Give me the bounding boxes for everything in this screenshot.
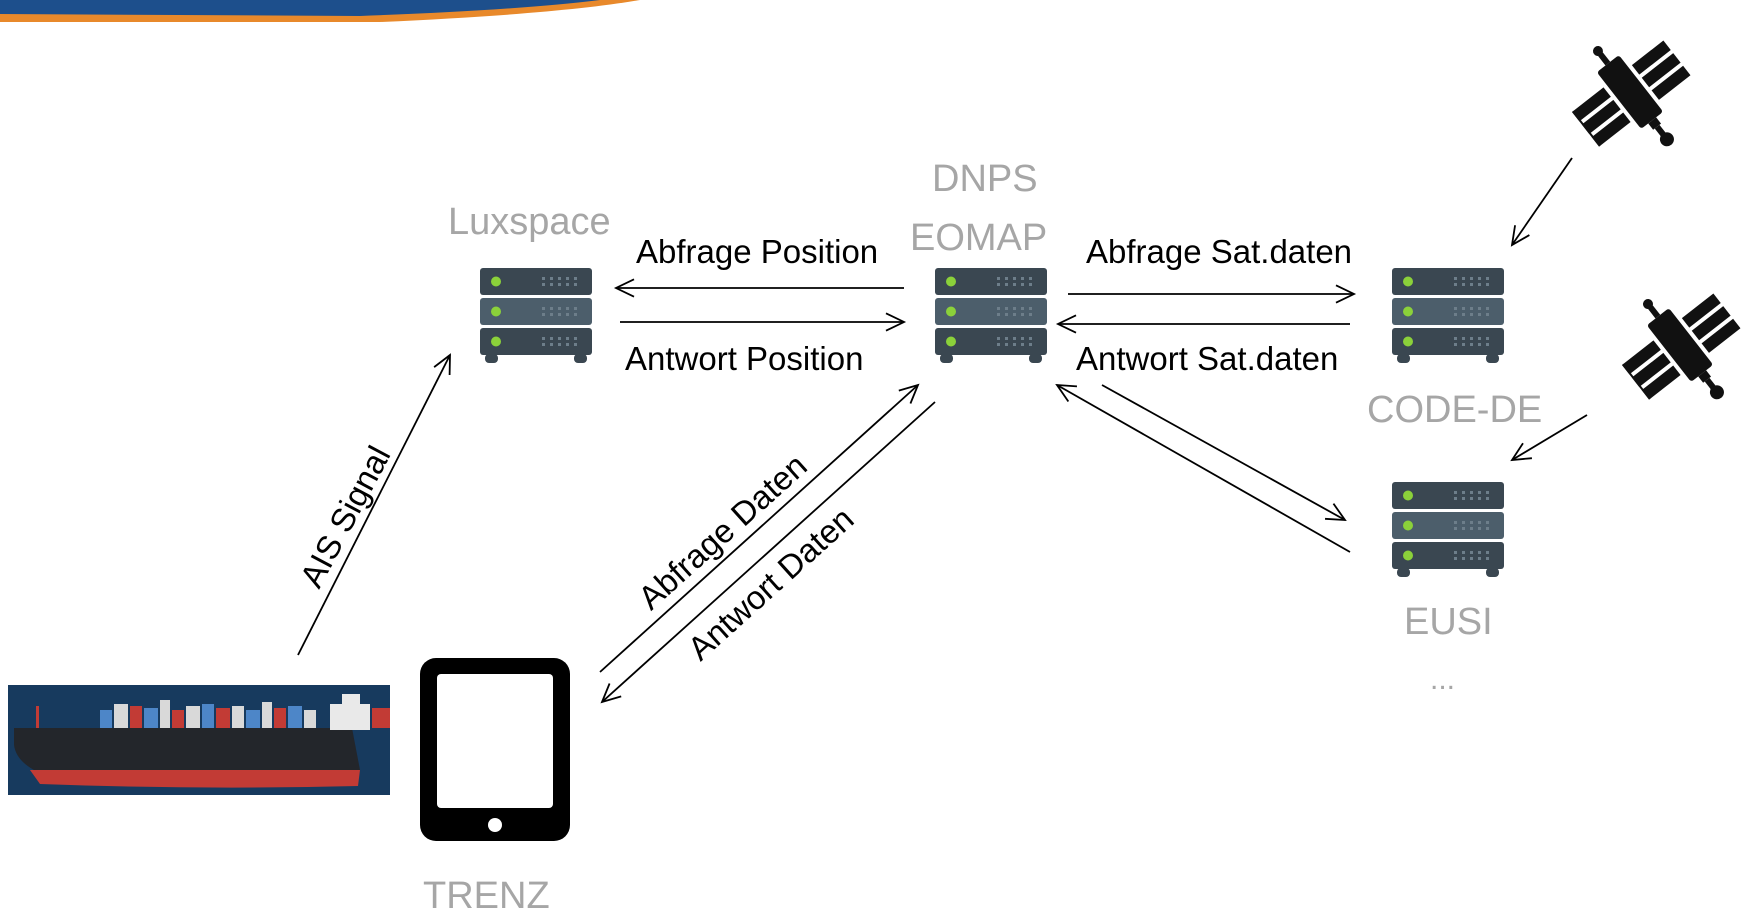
server-icon-luxspace: [480, 268, 592, 363]
satellite-icon: [1549, 11, 1717, 181]
arrow-abfrage-satdaten: [1068, 284, 1357, 304]
node-label-eomap: EOMAP: [910, 217, 1048, 259]
arrow-abfrage-daten: [599, 383, 920, 673]
edge-label-abfrage-position: Abfrage Position: [636, 233, 879, 270]
arrow-antwort-satdaten: [1055, 314, 1350, 334]
server-icon-dnps-eomap: [935, 268, 1047, 363]
node-label-more: ...: [1430, 663, 1456, 696]
node-label-luxspace: Luxspace: [448, 201, 611, 243]
arrow-eusi-response: [1055, 383, 1351, 553]
arrow-antwort-daten: [600, 401, 936, 704]
arrow-ais-signal: [297, 353, 451, 656]
arrow-satellite-to-eusi: [1510, 414, 1588, 462]
node-label-eusi: EUSI: [1404, 601, 1493, 643]
arrow-antwort-position: [620, 312, 907, 332]
satellite-icon: [1599, 264, 1741, 434]
node-label-trenz: TRENZ: [423, 875, 550, 917]
server-icon-code-de: [1392, 268, 1504, 363]
arrow-abfrage-position: [613, 278, 904, 298]
arrow-satellite-to-code-de: [1510, 157, 1573, 247]
node-label-dnps: DNPS: [932, 158, 1038, 200]
edge-label-antwort-position: Antwort Position: [625, 340, 864, 377]
node-label-code-de: CODE-DE: [1367, 389, 1543, 431]
header-banner-blue: [0, 0, 600, 16]
edge-label-antwort-satdaten: Antwort Sat.daten: [1076, 340, 1339, 377]
server-icon-eusi: [1392, 482, 1504, 577]
edge-label-abfrage-satdaten: Abfrage Sat.daten: [1086, 233, 1353, 270]
container-ship-icon: [8, 685, 390, 795]
arrow-eusi-request: [1101, 384, 1347, 522]
tablet-icon: [420, 658, 570, 841]
connector-arrows: [297, 157, 1588, 704]
